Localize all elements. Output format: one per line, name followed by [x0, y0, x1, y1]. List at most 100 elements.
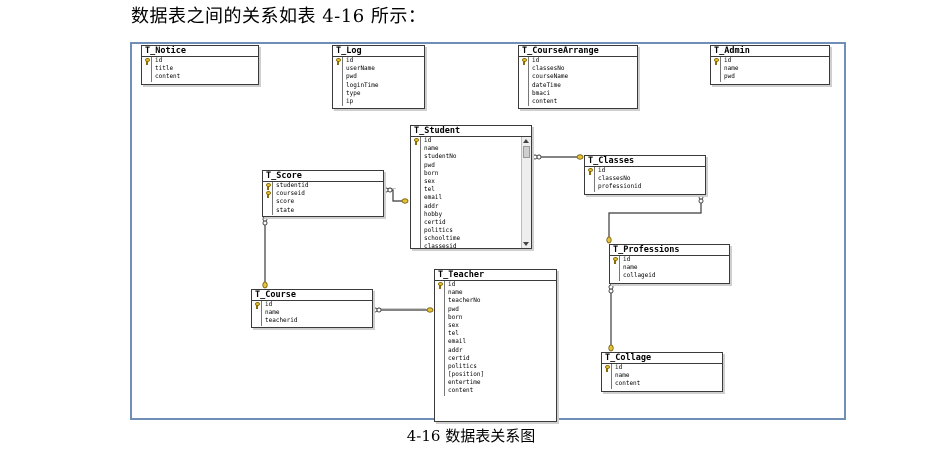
column-row: addr	[411, 202, 531, 211]
column-name: tel	[424, 186, 435, 194]
column-row: pwd	[711, 73, 829, 82]
column-row: name	[435, 289, 556, 298]
column-row: hobby	[411, 210, 531, 219]
column-row: certid	[435, 354, 556, 363]
scroll-up-arrow-icon[interactable]	[523, 139, 529, 143]
table-title: T_Notice	[142, 46, 258, 57]
column-name: pwd	[424, 161, 435, 169]
column-row: [position]	[435, 371, 556, 380]
column-row: id	[585, 167, 705, 176]
column-row: dateTime	[519, 81, 637, 90]
column-name: born	[424, 169, 439, 177]
column-name: id	[598, 167, 606, 174]
table-scrollbar[interactable]	[521, 137, 531, 248]
column-name: id	[615, 364, 623, 371]
primary-key-icon	[587, 167, 593, 175]
table-title: T_Classes	[585, 156, 705, 167]
scroll-down-arrow-icon[interactable]	[523, 242, 529, 246]
many-end-marker	[698, 194, 704, 200]
column-name: dateTime	[532, 81, 561, 89]
column-row: teacherid	[252, 317, 372, 326]
column-name: pwd	[448, 305, 459, 313]
column-name: name	[724, 65, 739, 73]
column-row: id	[602, 364, 722, 373]
column-row: content	[519, 97, 637, 107]
column-row: ip	[333, 97, 424, 107]
scroll-thumb[interactable]	[523, 146, 530, 158]
column-name: id	[623, 256, 631, 263]
column-name: sex	[448, 321, 459, 329]
column-row: teacherNo	[435, 297, 556, 306]
column-name: classesNo	[598, 175, 631, 183]
column-row: tel	[411, 186, 531, 195]
column-name: bmaci	[532, 89, 551, 97]
column-row: pwd	[333, 73, 424, 82]
column-name: name	[424, 145, 439, 153]
column-row: sex	[435, 321, 556, 331]
column-name: id	[155, 57, 163, 64]
primary-key-icon	[265, 190, 271, 198]
column-row: score	[263, 198, 383, 207]
column-name: title	[155, 65, 174, 73]
many-end-marker	[532, 154, 538, 160]
column-name: certid	[448, 354, 470, 362]
column-row: schooltime	[411, 235, 531, 244]
column-row: name	[711, 65, 829, 74]
column-name: teacherNo	[448, 297, 481, 305]
column-row: tel	[435, 330, 556, 339]
one-end-key-marker	[401, 198, 409, 204]
column-row: sex	[411, 177, 531, 187]
column-row: id	[711, 57, 829, 66]
column-name: sex	[424, 177, 435, 185]
primary-key-icon	[521, 57, 527, 65]
table-title: T_Admin	[711, 46, 829, 57]
column-row: email	[411, 194, 531, 203]
table-title: T_Teacher	[435, 270, 556, 281]
table-title: T_Course	[252, 290, 372, 301]
column-name: name	[265, 309, 280, 317]
many-end-marker	[383, 187, 389, 193]
one-end-key-marker	[262, 281, 268, 289]
primary-key-icon	[265, 182, 271, 190]
column-row: politics	[411, 227, 531, 236]
column-row: collageid	[610, 272, 729, 281]
column-name: collageid	[623, 272, 656, 280]
column-name: id	[532, 57, 540, 64]
relation-classes-professions	[608, 193, 702, 238]
primary-key-icon	[604, 364, 610, 372]
column-name: entertime	[448, 379, 481, 387]
column-name: studentid	[276, 182, 309, 189]
one-end-key-marker	[576, 154, 584, 160]
column-row: studentid	[263, 182, 383, 191]
column-name: schooltime	[424, 235, 461, 243]
column-row: name	[610, 264, 729, 273]
column-row: id	[142, 57, 258, 66]
table-title: T_Score	[263, 171, 383, 182]
column-name: content	[448, 387, 474, 395]
column-row: id	[252, 301, 372, 310]
many-end-marker	[262, 216, 268, 222]
table-title: T_Student	[411, 126, 531, 137]
column-row: loginTime	[333, 81, 424, 90]
column-name: id	[724, 57, 732, 64]
many-end-marker	[372, 307, 378, 313]
column-row: userName	[333, 65, 424, 74]
column-name: content	[155, 73, 181, 81]
column-row: id	[519, 57, 637, 66]
column-row: born	[411, 169, 531, 178]
column-name: name	[623, 264, 638, 272]
column-name: loginTime	[346, 81, 379, 89]
column-name: ip	[346, 97, 354, 105]
column-row: name	[602, 372, 722, 381]
